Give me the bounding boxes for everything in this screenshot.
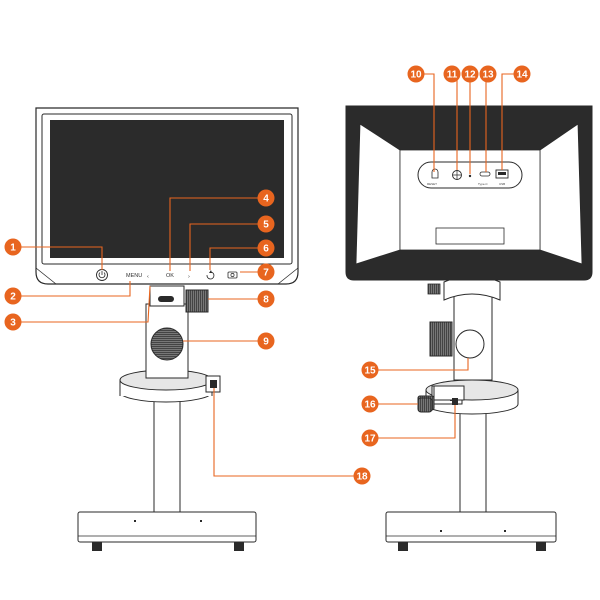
callout-18: 18 [353, 467, 371, 485]
callout-4: 4 [257, 189, 275, 207]
svg-text:10: 10 [410, 70, 422, 81]
svg-text:7: 7 [263, 268, 269, 279]
back-base [385, 511, 557, 551]
callout-2: 2 [4, 287, 22, 305]
leader-2 [20, 281, 131, 297]
svg-text:15: 15 [364, 366, 376, 377]
leader-1 [20, 246, 103, 270]
back-focus-knob [455, 329, 485, 359]
svg-text:3: 3 [10, 318, 16, 329]
svg-text:6: 6 [263, 244, 269, 255]
leader-15 [378, 358, 469, 371]
next-button[interactable]: › [188, 274, 190, 280]
svg-text:2: 2 [10, 292, 16, 303]
svg-text:USB: USB [499, 182, 505, 186]
callout-14: 14 [513, 65, 531, 83]
svg-text:5: 5 [263, 220, 269, 231]
callout-16: 16 [361, 395, 379, 413]
front-monitor: MENU ‹ OK › [35, 107, 299, 285]
side-knob [185, 289, 209, 313]
front-base [77, 511, 257, 551]
svg-text:Type-C: Type-C [478, 182, 489, 186]
leader-6 [209, 247, 258, 270]
svg-text:8: 8 [263, 295, 269, 306]
svg-text:RESET: RESET [427, 182, 437, 186]
back-view: RESET Type-C USB [345, 105, 593, 551]
front-holder [145, 285, 209, 379]
callout-9: 9 [257, 332, 275, 350]
led-indicator [468, 174, 472, 178]
callout-13: 13 [479, 65, 497, 83]
ok-button[interactable]: OK [166, 273, 174, 279]
callout-3: 3 [4, 313, 22, 331]
callout-6: 6 [257, 239, 275, 257]
focus-knob [150, 327, 184, 361]
callout-15: 15 [361, 361, 379, 379]
callout-8: 8 [257, 290, 275, 308]
svg-text:14: 14 [516, 70, 528, 81]
display-screen [50, 120, 284, 258]
callout-7: 7 [257, 263, 275, 281]
menu-button[interactable]: MENU [126, 273, 142, 279]
svg-text:16: 16 [364, 400, 376, 411]
leader-3 [20, 285, 151, 323]
svg-text:13: 13 [482, 70, 494, 81]
back-monitor: RESET Type-C USB [345, 105, 593, 281]
svg-text:18: 18 [356, 472, 368, 483]
callout-5: 5 [257, 215, 275, 233]
back-collar [417, 379, 519, 415]
brightness-knob [417, 397, 433, 413]
svg-text:1: 1 [10, 243, 16, 254]
power-button[interactable] [96, 269, 108, 281]
callout-badges: 1 2 3 4 5 6 7 8 9 10 11 12 13 14 15 16 1… [4, 65, 531, 485]
callout-10: 10 [407, 65, 425, 83]
prev-button[interactable]: ‹ [147, 274, 149, 280]
callout-12: 12 [461, 65, 479, 83]
playback-icon[interactable] [206, 270, 215, 280]
callout-11: 11 [443, 65, 461, 83]
sd-card-slot[interactable] [452, 170, 462, 180]
camera-icon[interactable] [227, 271, 238, 279]
callout-17: 17 [361, 429, 379, 447]
leader-18 [213, 388, 354, 477]
led-module [417, 385, 465, 413]
svg-text:17: 17 [364, 434, 376, 445]
svg-text:12: 12 [464, 70, 476, 81]
callout-1: 1 [4, 238, 22, 256]
svg-text:9: 9 [263, 337, 269, 348]
front-collar [119, 369, 221, 403]
leader-5 [189, 223, 258, 271]
svg-text:4: 4 [263, 194, 269, 205]
leader-4 [169, 197, 258, 271]
led-switch [452, 398, 458, 405]
type-c-port[interactable]: Type-C [478, 171, 491, 186]
leader-17 [378, 405, 456, 439]
svg-text:11: 11 [447, 70, 458, 81]
reset-button[interactable]: RESET [427, 168, 439, 186]
front-column [153, 399, 181, 513]
front-view: MENU ‹ OK › [35, 107, 299, 551]
